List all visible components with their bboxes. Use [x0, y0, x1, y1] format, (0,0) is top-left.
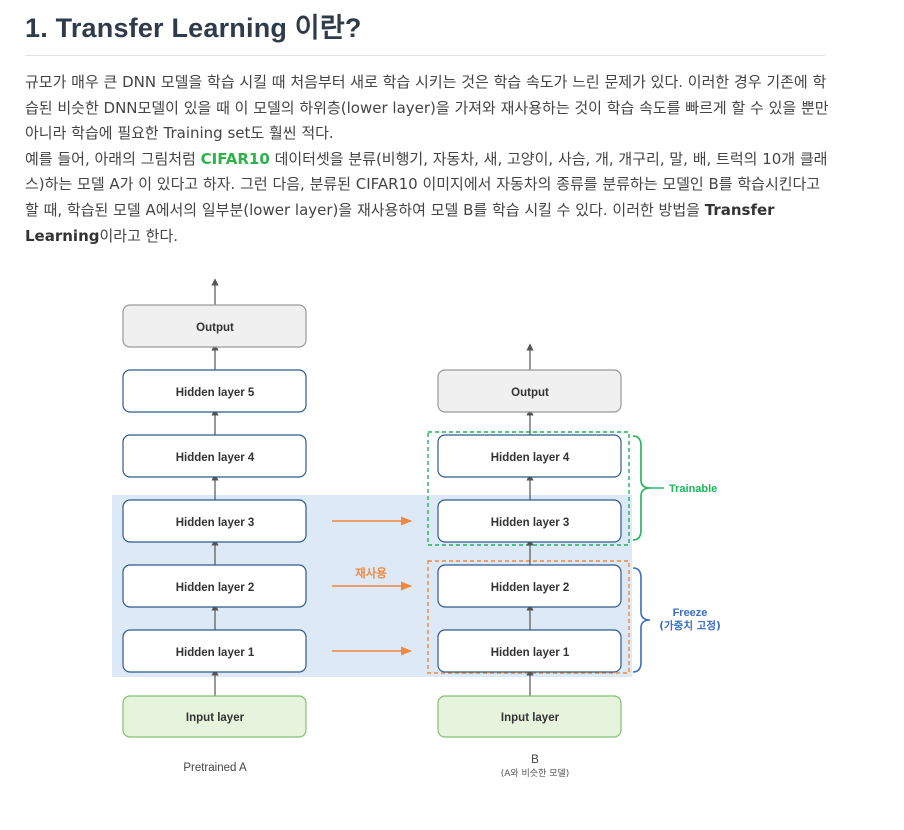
freeze-label: Freeze [673, 607, 708, 619]
model-a-stack: Input layer Hidden layer 1 Hidden layer … [122, 304, 307, 738]
model-a-hidden-layer-2 [122, 564, 307, 608]
model-b-hidden-layer-2 [437, 564, 622, 608]
model-b-output-layer [437, 369, 622, 413]
paragraph-intro: 규모가 매우 큰 DNN 모델을 학습 시킬 때 처음부터 새로 학습 시키는 … [25, 73, 829, 143]
model-a-input-layer [122, 695, 307, 738]
model-a-hidden-layer-5 [122, 369, 307, 413]
paragraph-example: 예를 들어, 아래의 그림처럼 CIFAR10 데이터셋을 분류(비행기, 자동… [25, 147, 830, 249]
model-a-hidden-layer-3 [122, 499, 307, 543]
model-b-input-layer [437, 695, 622, 738]
model-b-hidden-layer-1-label: Hidden layer 1 [491, 647, 570, 659]
trainable-brace [632, 435, 651, 541]
model-b-hidden-layer-4 [437, 434, 622, 478]
model-b-input-layer-label: Input layer [501, 712, 560, 724]
paragraph-example-text-1: 예를 들어, 아래의 그림처럼 [25, 149, 201, 168]
model-b-stack: Input layer Hidden layer 1 Hidden layer … [437, 369, 622, 738]
article-body: 규모가 매우 큰 DNN 모델을 학습 시킬 때 처음부터 새로 학습 시키는 … [25, 70, 830, 249]
model-a-hidden-layer-4 [122, 434, 307, 478]
model-a-output-layer [122, 304, 307, 348]
model-a-hidden-layer-1-label: Hidden layer 1 [176, 647, 255, 659]
trainable-label: Trainable [669, 483, 717, 495]
model-b-hidden-layer-2-label: Hidden layer 2 [491, 582, 570, 594]
reuse-arrows [332, 516, 413, 656]
model-b-hidden-layer-3-label: Hidden layer 3 [491, 517, 570, 529]
freeze-sublabel: (가중치 고정) [659, 619, 721, 632]
model-a-hidden-layer-3-label: Hidden layer 3 [176, 517, 255, 529]
model-b-caption: B [531, 754, 539, 766]
reuse-label: 재사용 [355, 566, 387, 580]
freeze-brace [632, 567, 651, 673]
paragraph-example-text-3: 이라고 한다. [99, 226, 179, 245]
model-a-hidden-layer-5-label: Hidden layer 5 [176, 387, 255, 399]
model-a-input-layer-label: Input layer [186, 712, 245, 724]
model-a-hidden-layer-4-label: Hidden layer 4 [176, 452, 255, 464]
dataset-highlight: CIFAR10 [200, 149, 270, 168]
model-a-output-layer-label: Output [196, 322, 234, 334]
title-divider [25, 55, 825, 56]
model-a-hidden-layer-2-label: Hidden layer 2 [176, 582, 255, 594]
term-highlight: Transfer Learning [25, 200, 775, 245]
model-a-caption: Pretrained A [183, 762, 247, 774]
model-b-output-layer-label: Output [511, 387, 549, 399]
model-a-hidden-layer-1 [122, 629, 307, 673]
model-b-hidden-layer-1 [437, 629, 622, 673]
model-b-subcaption: (A와 비슷한 모델) [501, 767, 570, 779]
model-b-hidden-layer-4-label: Hidden layer 4 [491, 452, 570, 464]
model-b-hidden-layer-3 [437, 499, 622, 543]
page-title: 1. Transfer Learning 이란? [25, 13, 362, 43]
paragraph-example-text-2: 데이터셋을 분류(비행기, 자동차, 새, 고양이, 사슴, 개, 개구리, 말… [25, 149, 828, 219]
